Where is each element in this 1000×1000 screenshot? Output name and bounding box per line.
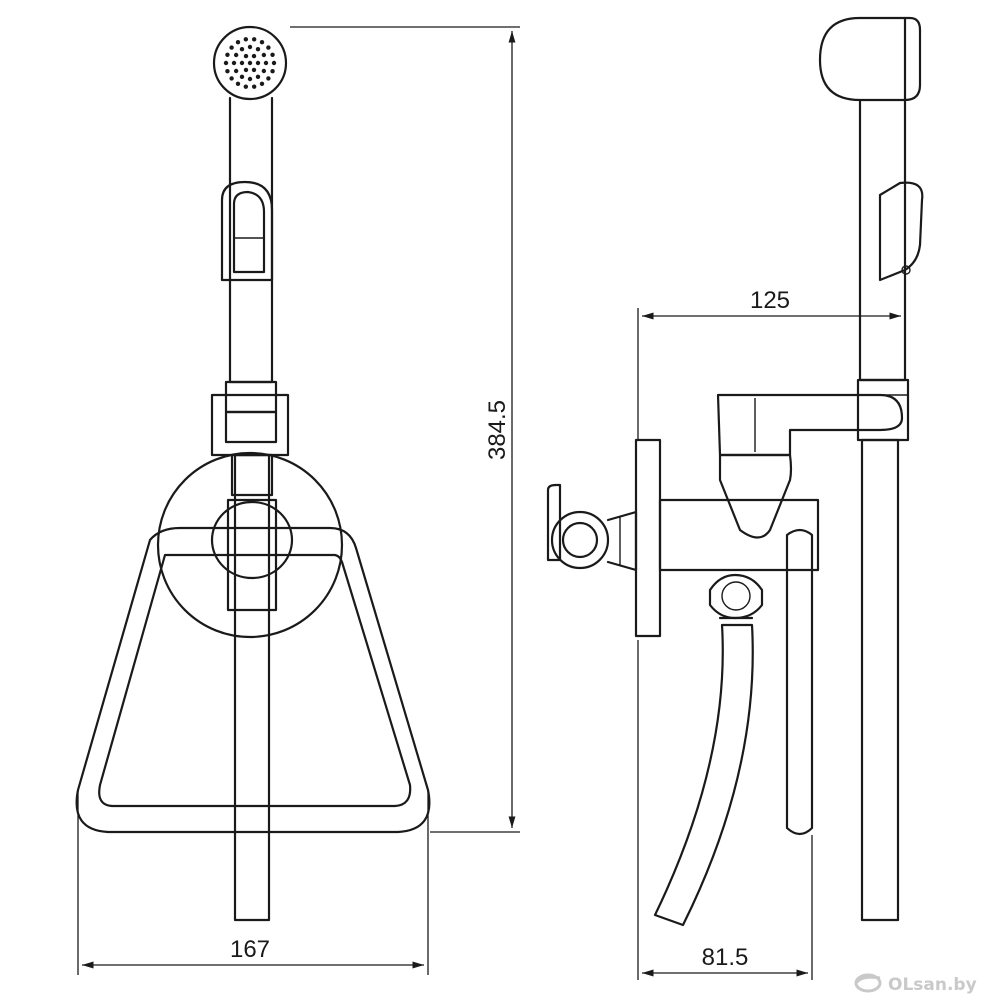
shower-handle [228,96,274,384]
shower-hose-front [233,453,271,922]
spray-hole [235,81,241,86]
side-holder-ring [550,510,610,570]
dim-front-width: 167 [77,790,429,975]
spray-hole [231,60,237,66]
spray-hole [247,76,253,82]
dim-side-depth-top: 125 [637,287,906,440]
spray-hole [239,60,245,66]
valve-cone [718,453,793,539]
inlet-hose [653,623,754,927]
spray-hole [270,52,275,57]
hanger-ring-inner [98,553,412,808]
spray-hole [251,53,257,59]
spray-hole [243,37,249,42]
side-holder [546,483,562,562]
spray-hole [251,84,257,89]
spray-hole [251,37,257,42]
wall-rosette [156,451,344,639]
spray-hole [255,74,261,80]
watermark: OLsan.by [854,973,977,995]
spray-hole [255,60,261,66]
side-shower-handle [858,98,907,382]
spray-hole [251,67,257,73]
shower-head [212,25,288,101]
spray-hole [266,45,271,50]
spray-hole [261,52,267,58]
lever-body [716,393,904,457]
shower-hose-side [860,438,900,922]
spray-hole [225,52,230,57]
wall-plate [634,438,662,638]
spray-hole [270,69,275,74]
dim-side-depth-bottom: 81.5 [637,640,813,980]
watermark-text: OLsan.by [888,975,977,995]
spray-hole [259,40,265,45]
spray-hole [271,60,277,66]
spray-holes [223,37,277,89]
trigger-button [220,180,274,282]
spray-hole [263,60,269,66]
spray-hole [225,69,230,74]
spray-hole [233,68,239,74]
holder-neck [230,453,274,497]
dim-label-167: 167 [230,936,270,963]
spray-hole [223,60,229,66]
dim-label-81-5: 81.5 [702,944,749,971]
holder-joint [210,500,294,580]
drop-logo-icon [854,973,882,993]
dim-total-height: 384.5 [290,26,520,833]
spray-hole [266,76,271,81]
spray-hole [239,74,245,80]
spray-hole [247,60,253,66]
front-view [75,25,431,922]
side-trigger [878,181,924,282]
side-shower-head [818,16,922,102]
spray-hole [255,46,261,52]
dim-label-384-5: 384.5 [484,400,511,460]
spray-hole [247,44,253,50]
spray-hole [259,81,265,86]
inlet-nut [708,573,764,620]
outlet-pipe [785,528,814,836]
spray-hole [233,52,239,58]
spray-hole [235,40,241,45]
spray-hole [243,84,249,89]
spray-hole [229,45,234,50]
dim-label-125: 125 [750,287,790,314]
holder-collar [224,380,278,414]
spray-hole [229,76,234,81]
trigger-button-inner [232,190,266,274]
spray-hole [243,53,249,59]
spray-hole [243,67,249,73]
spray-hole [239,46,245,52]
side-view [546,16,924,927]
valve-body [658,498,820,572]
spray-hole [261,68,267,74]
